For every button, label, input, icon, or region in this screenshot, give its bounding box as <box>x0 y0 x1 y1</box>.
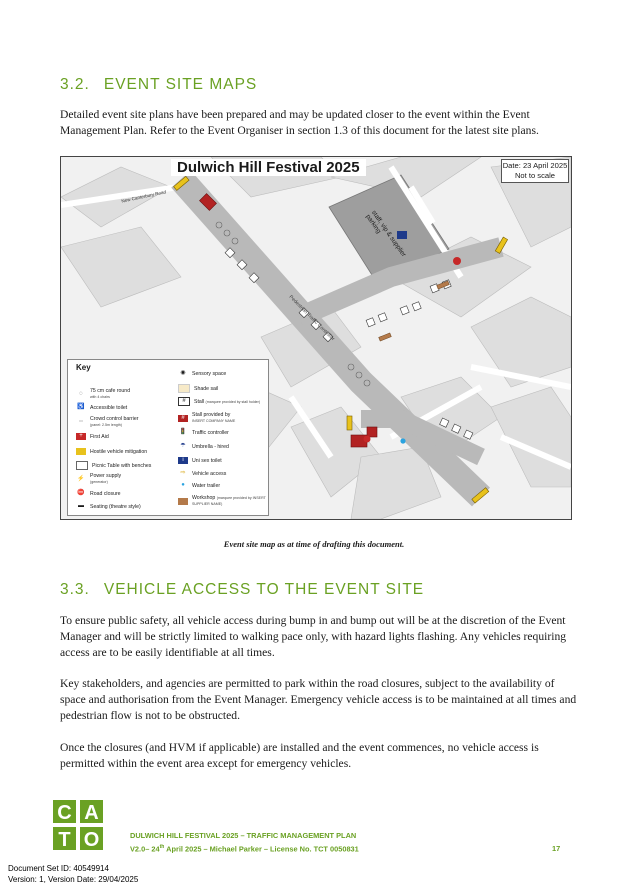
map-date: Date: 23 April 2025 <box>502 161 568 170</box>
legend-item-power-supply: ⚡Power supply(generator) <box>77 473 122 484</box>
vehicle-paragraph-2: Key stakeholders, and agencies are permi… <box>60 677 577 722</box>
sensory-space-icon: ◉ <box>180 370 186 376</box>
map-scale-note: Not to scale <box>514 171 556 180</box>
crowd-barrier-icon: ┈ <box>79 418 83 425</box>
unisex-toilet-icon: i <box>178 457 188 464</box>
stall-provided-icon: # <box>178 414 188 422</box>
legend-item-crowd-barrier: ┈Crowd control barrier(panel: 2.5m lengt… <box>76 416 174 428</box>
legend-item-vehicle-access: ⇨Vehicle access <box>178 470 276 477</box>
traffic-controller-icon: 🚦 <box>179 429 187 435</box>
legend-item-picnic-table: Picnic Table with benches <box>76 461 174 470</box>
cafe-round-icon: ◌ <box>79 390 83 397</box>
event-site-map: Pedestrian Traffic Controller Dulwich Hi… <box>60 156 572 520</box>
accessible-toilet-icon: ♿ <box>77 404 85 410</box>
svg-text:O: O <box>84 829 100 850</box>
svg-text:A: A <box>84 802 98 824</box>
closed-road-main <box>171 170 490 507</box>
legend-item-road-closure: ⛔Road closure <box>77 490 121 497</box>
legend-item-stall: #Stall (marquee provided by stall holder… <box>178 397 276 406</box>
lightning-icon: ⚡ <box>77 475 85 482</box>
legend-item-hvm: Hostile vehicle mitigation <box>76 448 174 455</box>
water-drop-icon: ● <box>181 482 185 488</box>
hostile-vehicle-mitigation-icon <box>76 448 86 455</box>
first-aid-icon: + <box>76 433 86 440</box>
closed-road-lower <box>361 410 485 466</box>
cato-logo: C A T O <box>53 800 103 850</box>
parking-area <box>328 174 450 284</box>
section-heading-vehicle-access: 3.3. VEHICLE ACCESS TO THE EVENT SITE <box>60 581 424 599</box>
footer-title: DULWICH HILL FESTIVAL 2025 – TRAFFIC MAN… <box>130 831 357 840</box>
workshop-icon <box>178 497 188 505</box>
legend-item-sensory-space: ◉Sensory space <box>178 370 276 377</box>
map-title: Dulwich Hill Festival 2025 <box>171 159 366 176</box>
seating-icon: ▬ <box>78 503 84 509</box>
vehicle-paragraph-3: Once the closures (and HVM if applicable… <box>60 741 539 770</box>
legend-item-shade-sail: Shade sail <box>178 384 276 393</box>
legend-title: Key <box>76 363 91 372</box>
road-closure-icon: ⛔ <box>77 490 85 496</box>
legend-item-seating: ▬Seating (theatre style) <box>78 503 141 510</box>
section-title: EVENT SITE MAPS <box>103 76 258 93</box>
legend-item-water-trailer: ●Water trailer <box>178 482 276 489</box>
map-date-box: Date: 23 April 2025 Not to scale <box>501 159 569 183</box>
closed-road-cross <box>295 237 504 327</box>
footer-version: V2.0– 24th April 2025 – Michael Parker –… <box>130 844 359 854</box>
page-number: 17 <box>552 844 561 853</box>
svg-text:T: T <box>58 829 70 850</box>
arrow-right-icon: ⇨ <box>180 470 186 476</box>
umbrella-icon: ☂ <box>180 443 186 449</box>
map-caption: Event site map as at time of drafting th… <box>223 539 405 549</box>
vehicle-paragraph-1: To ensure public safety, all vehicle acc… <box>60 614 567 659</box>
site-maps-paragraph: Detailed event site plans have been prep… <box>60 108 539 137</box>
stall-icon: # <box>178 397 190 406</box>
toilet-block <box>397 231 407 239</box>
legend-item-umbrella: ☂Umbrella - hired <box>178 443 276 450</box>
section-number: 3.3. <box>60 581 90 598</box>
legend-item-traffic-controller: 🚦Traffic controller <box>179 429 229 436</box>
picnic-table-icon <box>76 461 88 470</box>
legend-item-workshop: Workshop (marquee provided by INSERT SUP… <box>178 495 276 507</box>
shade-sail-icon <box>178 384 190 393</box>
legend-item-first-aid: +First Aid <box>76 433 174 440</box>
document-version: Version: 1, Version Date: 29/04/2025 <box>8 875 139 884</box>
water-trailer <box>400 438 406 444</box>
section-title: VEHICLE ACCESS TO THE EVENT SITE <box>103 581 425 598</box>
section-number: 3.2. <box>60 76 90 93</box>
document-set-id: Document Set ID: 40549914 <box>8 864 109 873</box>
svg-text:C: C <box>57 802 71 824</box>
section-heading-site-maps: 3.2. EVENT SITE MAPS <box>60 76 257 94</box>
legend-item-accessible-toilet: ♿Accessible toilet <box>77 404 128 411</box>
